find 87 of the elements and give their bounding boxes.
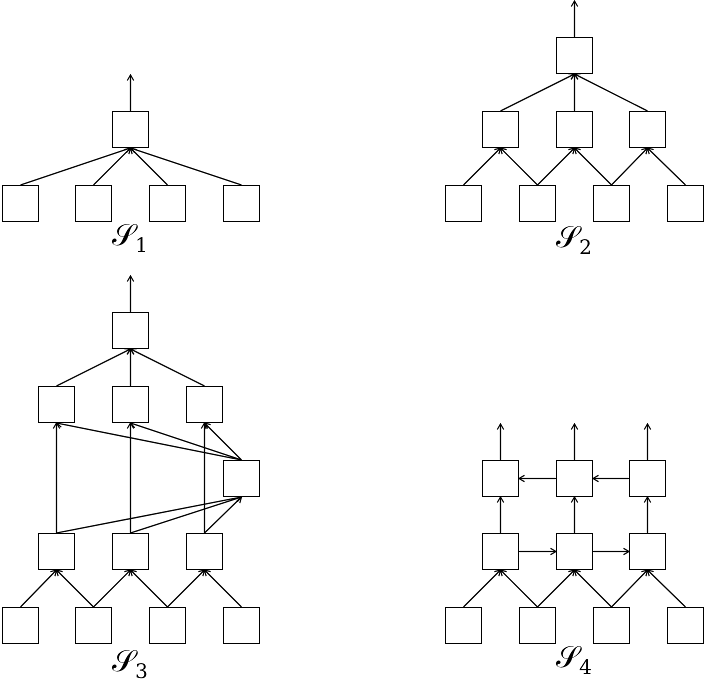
square-node	[667, 607, 704, 644]
square-node	[223, 607, 260, 644]
arrow	[93, 569, 132, 608]
arrow	[570, 73, 578, 111]
square-node	[75, 185, 112, 222]
square-node	[482, 533, 519, 570]
square-node	[519, 607, 556, 644]
square-node	[2, 607, 39, 644]
square-node	[556, 460, 593, 497]
arrow	[646, 147, 686, 186]
square-node	[112, 111, 149, 148]
arrow	[518, 474, 556, 482]
square-node	[75, 607, 112, 644]
arrow	[611, 569, 648, 608]
arrow	[463, 147, 502, 186]
arrow	[126, 422, 134, 533]
arrow	[500, 569, 538, 608]
subfigure-label: 𝒮$_{3}$	[112, 647, 148, 681]
square-node	[519, 185, 556, 222]
square-node	[593, 185, 630, 222]
arrow	[204, 569, 242, 608]
arrow	[574, 73, 648, 112]
square-node	[556, 111, 593, 148]
arrow	[574, 569, 612, 608]
square-node	[149, 185, 186, 222]
subfigure-label: 𝒮$_{2}$	[556, 223, 592, 257]
square-node	[629, 460, 666, 497]
arrow	[496, 496, 504, 533]
arrow	[204, 422, 242, 460]
arrow	[130, 348, 205, 387]
square-node	[38, 386, 75, 423]
arrow	[500, 73, 576, 112]
arrow	[167, 569, 206, 608]
arrow	[20, 146, 132, 186]
square-node	[445, 185, 482, 222]
arrow	[130, 146, 242, 186]
arrow	[204, 496, 242, 534]
subfigure-label: 𝒮$_{4}$	[556, 643, 592, 677]
arrow	[593, 548, 630, 556]
square-node	[629, 111, 666, 148]
arrow	[126, 348, 134, 386]
arrow	[611, 147, 648, 186]
arrow	[126, 74, 134, 111]
arrow	[130, 495, 242, 534]
arrow	[570, 423, 578, 460]
square-node	[186, 533, 223, 570]
square-node	[629, 533, 666, 570]
arrow	[500, 147, 538, 186]
arrow	[644, 423, 652, 460]
arrow	[130, 569, 168, 608]
arrow	[592, 474, 629, 482]
arrow	[644, 496, 652, 533]
square-node	[593, 607, 630, 644]
arrow	[537, 147, 576, 186]
square-node	[223, 185, 260, 222]
square-node	[482, 111, 519, 148]
arrow	[200, 422, 208, 533]
square-node	[186, 386, 223, 423]
arrow	[570, 496, 578, 533]
arrow	[496, 423, 504, 460]
square-node	[38, 533, 75, 570]
arrow	[52, 422, 60, 533]
arrow	[537, 569, 576, 608]
arrow	[126, 275, 134, 312]
square-node	[112, 533, 149, 570]
square-node	[149, 607, 186, 644]
arrow	[646, 569, 686, 608]
square-node	[556, 533, 593, 570]
square-node	[2, 185, 39, 222]
arrow	[463, 569, 502, 608]
square-node	[223, 460, 260, 497]
square-node	[112, 386, 149, 423]
arrow	[570, 0, 578, 37]
arrow	[130, 147, 168, 186]
square-node	[445, 607, 482, 644]
square-node	[112, 312, 149, 349]
arrow	[519, 548, 557, 556]
arrow	[20, 569, 58, 608]
arrow	[56, 348, 132, 387]
arrow	[93, 147, 132, 186]
square-node	[482, 460, 519, 497]
subfigure-label: 𝒮$_{1}$	[112, 221, 148, 255]
square-node	[556, 37, 593, 74]
square-node	[667, 185, 704, 222]
arrow	[574, 147, 612, 186]
arrow	[56, 569, 94, 608]
arrow	[130, 421, 242, 461]
